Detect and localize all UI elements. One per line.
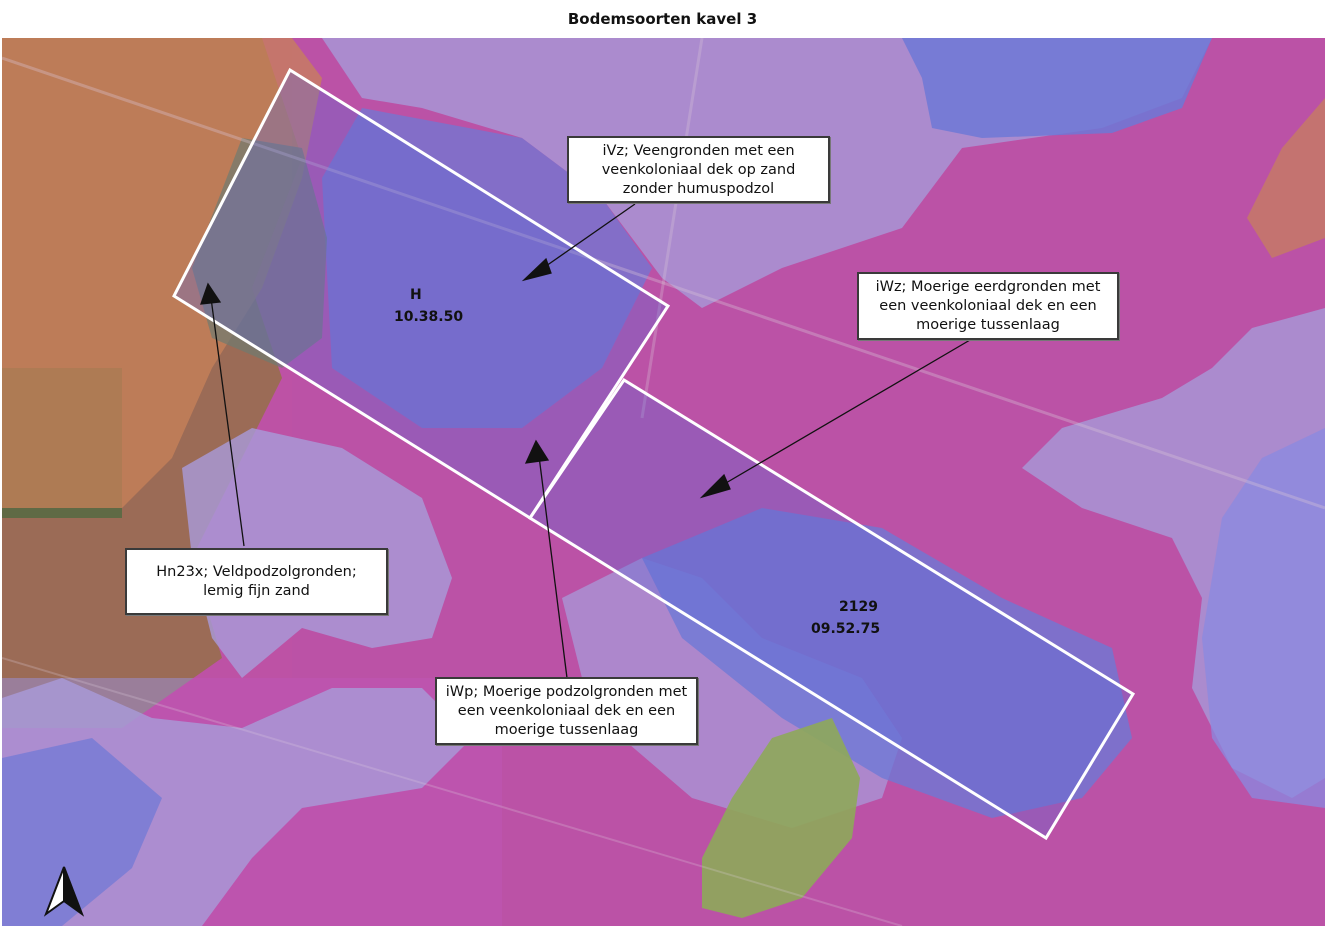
soil-label-hn23x: Hn23x; Veldpodzolgronden; lemig fijn zan… — [125, 548, 388, 615]
arrowhead-iwz — [699, 473, 731, 499]
leader-hn23x — [210, 297, 245, 547]
soil-map[interactable] — [2, 38, 1325, 926]
arrowhead-ivz — [521, 257, 552, 282]
leader-ivz — [535, 203, 636, 274]
leader-iwp — [538, 455, 568, 679]
soil-area-blue-south — [642, 508, 1132, 818]
soil-area-orange-east — [1247, 98, 1325, 258]
soil-label-iwz: iWz; Moerige eerdgronden met een veenkol… — [857, 272, 1119, 340]
parcel-2129-id: 2129 — [839, 599, 878, 615]
soil-label-ivz: iVz; Veengronden met een veenkoloniaal d… — [567, 136, 830, 203]
ditch-line — [640, 38, 704, 419]
parcel-2129-area: 09.52.75 — [811, 621, 881, 637]
soil-area-blue-southwest — [2, 738, 162, 926]
arrowhead-iwp — [524, 439, 550, 464]
arrowhead-hn23x — [200, 282, 222, 305]
leader-arrows — [200, 203, 971, 679]
road-line — [2, 56, 1325, 510]
parcel-2129-label: 2129 09.52.75 — [811, 596, 880, 640]
soil-area-blue-east — [1202, 428, 1325, 808]
green-field-area — [702, 718, 860, 918]
parcel-2129-outline[interactable] — [527, 377, 1136, 841]
page-title: Bodemsoorten kavel 3 — [567, 10, 758, 28]
field-line — [2, 657, 903, 926]
parcel-h-id: H — [410, 287, 422, 303]
parcel-h-area: 10.38.50 — [394, 309, 464, 325]
north-arrow-icon — [43, 866, 85, 917]
soil-area-blue-north — [902, 38, 1212, 138]
soil-label-iwp: iWp; Moerige podzolgronden met een veenk… — [435, 677, 698, 745]
leader-iwz — [713, 339, 971, 491]
parcel-h-label: H 10.38.50 — [394, 284, 463, 328]
